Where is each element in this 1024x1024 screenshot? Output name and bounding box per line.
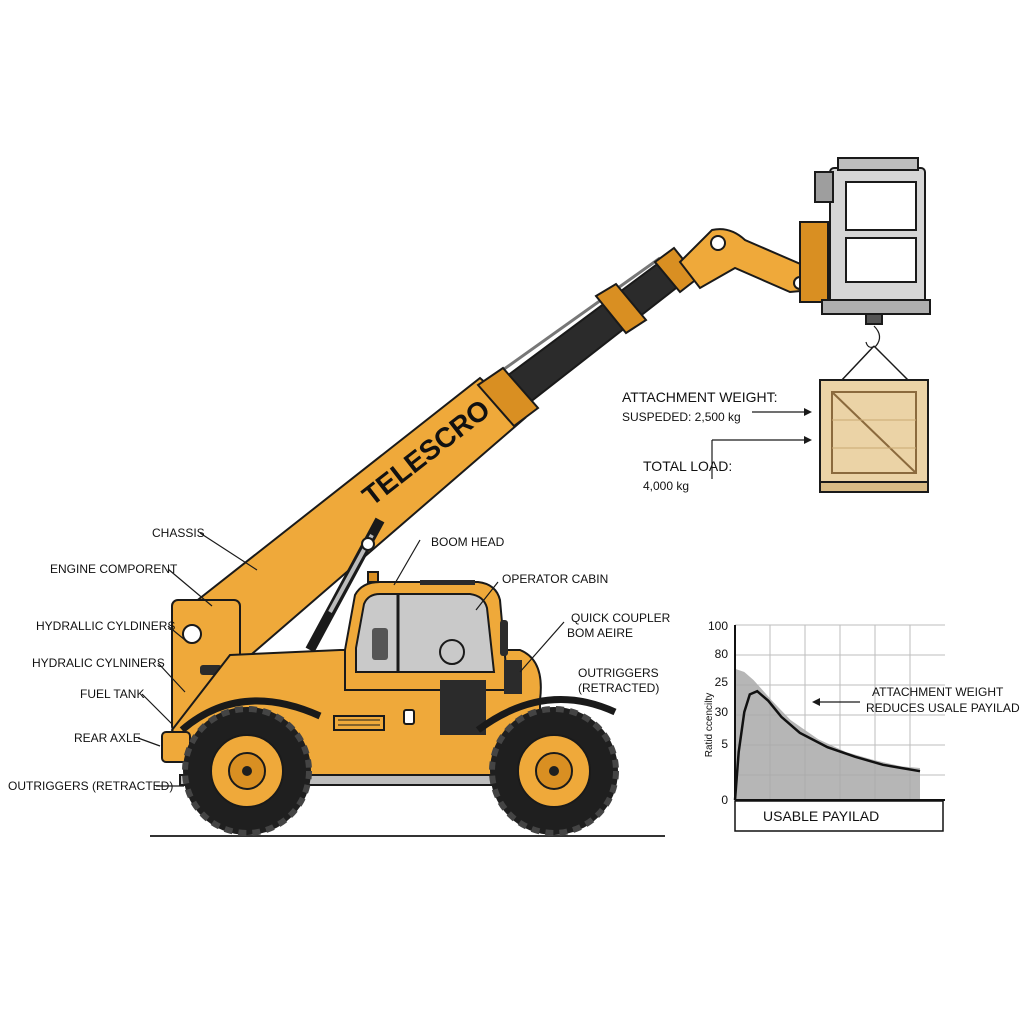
label-outriggers-right-1: OUTRIGGERS: [578, 666, 659, 680]
chart-annotation-2: REDUCES USALE PAYILAD: [866, 701, 1020, 715]
label-outriggers-right-2: (RETRACTED): [578, 681, 659, 695]
load-callouts: ATTACHMENT WEIGHT: SUSPEDED: 2,500 kg TO…: [622, 389, 812, 493]
label-chassis: CHASSIS: [152, 526, 205, 540]
payload-chart: 100 80 25 30 5 0 Ratid ccencilty ATTACHM…: [704, 619, 1020, 832]
boom: [183, 221, 829, 662]
steering-wheel: [439, 639, 465, 665]
label-quick-coupler-2: BOM AEIRE: [567, 626, 633, 640]
label-boom-head: BOOM HEAD: [431, 535, 505, 549]
label-engine-component: ENGINE COMPORENT: [50, 562, 178, 576]
sling-right: [873, 345, 911, 383]
sling-left: [839, 345, 875, 383]
platform-roof: [837, 157, 919, 171]
total-load-title: TOTAL LOAD:: [643, 458, 732, 474]
label-rear-axle: REAR AXLE: [74, 731, 141, 745]
leader-rear-axle: [137, 737, 161, 747]
platform-side-rail: [814, 171, 834, 203]
hook-rigging: [839, 313, 911, 383]
label-operator-cabin: OPERATOR CABIN: [502, 572, 608, 586]
label-hydraulic-cylinders-1: HYDRALLIC CYLDINERS: [36, 619, 175, 633]
lift-pivot: [361, 537, 375, 551]
attachment-weight-title: ATTACHMENT WEIGHT:: [622, 389, 778, 405]
platform-base: [821, 299, 931, 315]
leader-fuel-tank: [141, 693, 173, 725]
hook-block: [865, 313, 883, 325]
engine-vent: [333, 715, 385, 731]
rear-wheel: [182, 706, 312, 836]
attachment-weight-value: SUSPEDED: 2,500 kg: [622, 410, 741, 424]
chart-ytick-5: 0: [721, 793, 728, 807]
chart-annotation-1: ATTACHMENT WEIGHT: [872, 685, 1004, 699]
work-platform: [814, 157, 931, 315]
crate: [819, 379, 929, 493]
chart-xlabel: USABLE PAYILAD: [763, 808, 879, 824]
coupler-bracket: [799, 221, 829, 303]
chart-ytick-2: 25: [715, 675, 729, 689]
rear-pivot: [182, 624, 202, 644]
cabin-window: [355, 593, 496, 673]
front-carrier: [504, 660, 522, 694]
roof-beacon: [367, 571, 379, 583]
leader-engine: [167, 568, 213, 607]
label-fuel-tank: FUEL TANK: [80, 687, 144, 701]
front-wheel: [489, 706, 619, 836]
crate-frame-inner: [831, 391, 917, 474]
chart-ytick-3: 30: [715, 705, 729, 719]
operator-seat: [372, 628, 388, 660]
chart-shaded-area: [735, 668, 920, 800]
chart-ytick-0: 100: [708, 619, 728, 633]
leader-boom-head: [393, 539, 421, 586]
leader-hydraulic-2: [157, 662, 186, 693]
leader-operator-cabin: [475, 581, 499, 611]
rear-fender: [179, 697, 322, 733]
fuel-cap: [403, 709, 415, 725]
label-hydraulic-cylinders-2: HYDRALIC CYLNINERS: [32, 656, 165, 670]
boom-clamp-2: [594, 282, 648, 335]
arrow-total-icon: [804, 436, 812, 444]
chart-curve: [733, 689, 921, 801]
platform-window-bottom: [845, 237, 917, 283]
crate-brace: [831, 391, 917, 474]
crate-skid: [819, 481, 929, 493]
total-load-value: 4,000 kg: [643, 479, 689, 493]
boom-head-arm: [678, 228, 814, 294]
leader-chassis: [199, 532, 258, 571]
chart-ytick-4: 5: [721, 737, 728, 751]
leader-hydraulic-1: [167, 625, 186, 641]
platform-window-top: [845, 181, 917, 231]
chart-xlabel-box: [734, 800, 944, 832]
leader-quick-coupler: [519, 621, 565, 673]
label-quick-coupler-1: QUICK COUPLER: [571, 611, 671, 625]
label-outriggers-left: OUTRIGGERS (RETRACTED): [8, 779, 173, 793]
chart-annotation-arrow-icon: [812, 698, 820, 706]
boom-rod: [499, 256, 661, 374]
left-callouts: CHASSIS ENGINE COMPORENT HYDRALLIC CYLDI…: [8, 526, 258, 793]
side-mirror: [500, 620, 508, 656]
center-callouts: BOOM HEAD OPERATOR CABIN QUICK COUPLER B…: [393, 535, 671, 695]
boom-clamp-1: [476, 366, 540, 428]
roof-rail: [420, 580, 475, 585]
arrow-attachment-icon: [804, 408, 812, 416]
front-fender: [475, 696, 617, 733]
hook-icon: [865, 325, 881, 348]
chart-ylabel: Ratid ccencilty: [704, 693, 715, 757]
boom-inner-section: [493, 260, 682, 412]
chart-ytick-1: 80: [715, 647, 729, 661]
boom-pivot-head: [710, 235, 726, 251]
